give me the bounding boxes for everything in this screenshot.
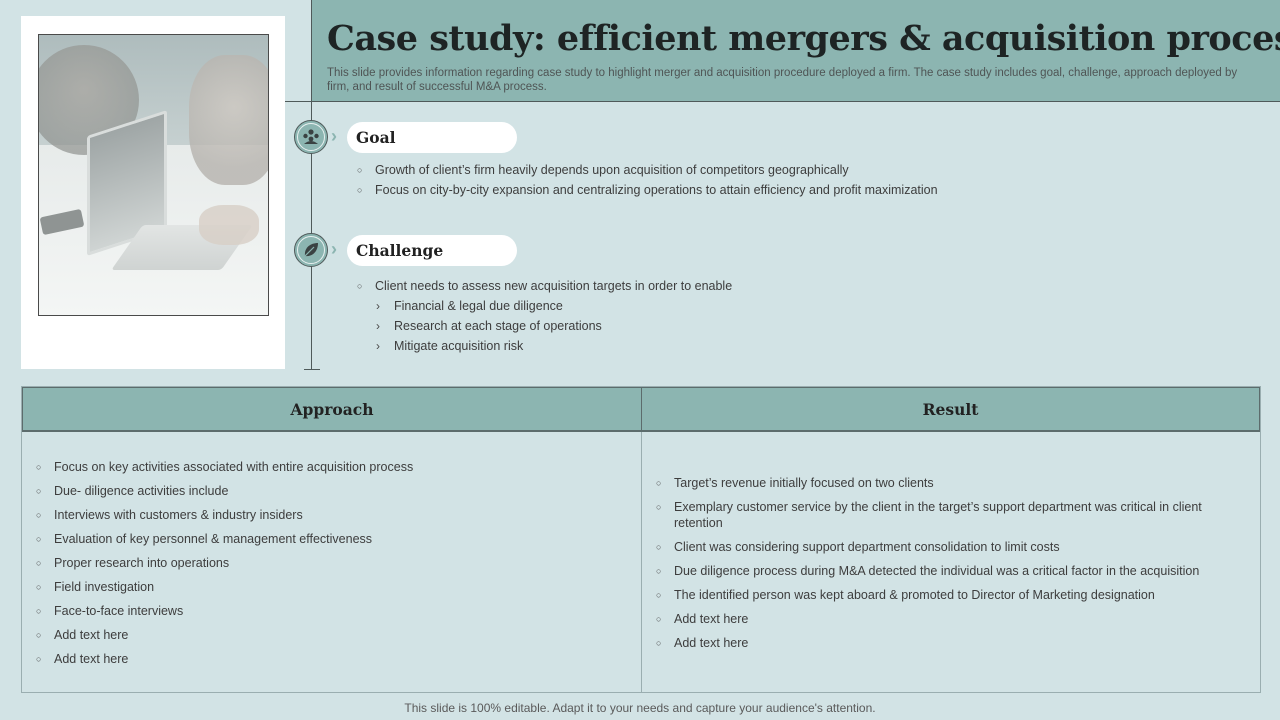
column-divider — [641, 432, 642, 692]
result-list: Target’s revenue initially focused on tw… — [656, 471, 1236, 655]
photo-card — [21, 16, 285, 369]
list-item: Due diligence process during M&A detecte… — [656, 559, 1236, 583]
list-item: Client needs to assess new acquisition t… — [357, 276, 732, 296]
list-item: Face-to-face interviews — [36, 599, 413, 623]
timeline-cap — [304, 369, 320, 370]
list-sub-item: Financial & legal due diligence — [357, 296, 732, 316]
list-item: Add text here — [656, 631, 1236, 655]
list-item: Interviews with customers & industry ins… — [36, 503, 413, 527]
list-item: Due- diligence activities include — [36, 479, 413, 503]
list-item: The identified person was kept aboard & … — [656, 583, 1236, 607]
people-cluster-icon — [294, 120, 328, 154]
page-subtitle: This slide provides information regardin… — [327, 67, 1238, 93]
list-item: Focus on city-by-city expansion and cent… — [357, 180, 938, 200]
footer-note: This slide is 100% editable. Adapt it to… — [404, 701, 876, 715]
title-rule — [285, 101, 312, 102]
people-cluster-icon-svg — [303, 129, 319, 144]
list-sub-item: Research at each stage of operations — [357, 316, 732, 336]
list-item: Add text here — [36, 623, 413, 647]
page-title: Case study: efficient mergers & acquisit… — [327, 18, 1280, 59]
leaf-icon — [294, 233, 328, 267]
list-sub-item: Mitigate acquisition risk — [357, 336, 732, 356]
list-item: Add text here — [36, 647, 413, 671]
goal-chevron-icon: › — [331, 126, 337, 146]
challenge-label: Challenge — [347, 235, 517, 266]
list-item: Growth of client’s firm heavily depends … — [357, 160, 938, 180]
list-item: Target’s revenue initially focused on tw… — [656, 471, 1236, 495]
list-item: Add text here — [656, 607, 1236, 631]
photo-person-right — [189, 55, 268, 185]
title-band: Case study: efficient mergers & acquisit… — [312, 0, 1280, 102]
list-item: Evaluation of key personnel & management… — [36, 527, 413, 551]
approach-heading: Approach — [22, 387, 641, 432]
photo-hand — [199, 205, 259, 245]
list-item: Field investigation — [36, 575, 413, 599]
list-item: Focus on key activities associated with … — [36, 455, 413, 479]
approach-result-table: Approach Result Focus on key activities … — [21, 386, 1261, 693]
challenge-list: Client needs to assess new acquisition t… — [357, 276, 732, 356]
result-heading: Result — [641, 387, 1260, 432]
list-item: Exemplary customer service by the client… — [656, 495, 1236, 535]
challenge-chevron-icon: › — [331, 239, 337, 259]
goal-list: Growth of client’s firm heavily depends … — [357, 160, 938, 200]
timeline-line — [311, 0, 312, 369]
leaf-icon-svg — [304, 243, 318, 257]
business-meeting-photo — [38, 34, 269, 316]
approach-list: Focus on key activities associated with … — [36, 455, 413, 671]
list-item: Proper research into operations — [36, 551, 413, 575]
goal-label: Goal — [347, 122, 517, 153]
list-item: Client was considering support departmen… — [656, 535, 1236, 559]
